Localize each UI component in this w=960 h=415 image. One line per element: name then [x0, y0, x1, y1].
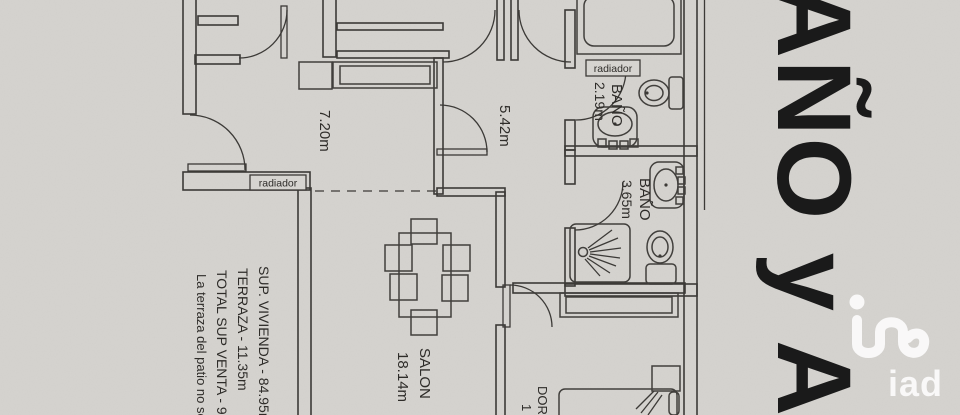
corridor-dimension-label: 5.42m	[496, 105, 513, 147]
bed-linen-line	[647, 394, 663, 415]
toilet	[645, 230, 677, 285]
shower	[569, 223, 631, 283]
wall	[336, 22, 444, 31]
wall	[336, 50, 450, 59]
wall	[564, 149, 576, 185]
door-arc	[238, 9, 288, 59]
bed	[558, 388, 678, 415]
door-arc	[442, 9, 496, 63]
wall	[182, 171, 311, 191]
door-arc	[189, 114, 246, 171]
bed-linen-line	[635, 390, 655, 410]
dining-set	[384, 218, 471, 336]
chair	[410, 309, 438, 336]
wardrobe-inner	[565, 296, 673, 314]
bath2-size-label: 3.65m	[619, 180, 635, 219]
hall-dimension-label: 7.20m	[316, 110, 333, 152]
chair	[410, 218, 438, 245]
sink	[649, 161, 686, 209]
iad-logo-text: iad	[888, 363, 943, 404]
toilet	[638, 76, 684, 110]
wall	[564, 9, 576, 69]
door-arc	[518, 9, 572, 63]
bathtub-inner	[583, 0, 675, 47]
chair	[384, 244, 413, 272]
note-line: La terraza del patio no se	[194, 274, 209, 415]
wall	[433, 57, 444, 195]
radiator-label: radiador	[594, 63, 633, 75]
surface-notes: SUP. VIVIENDA - 84.95m TERRAZA - 11.35m …	[194, 266, 272, 415]
iad-logo: iad	[849, 294, 943, 404]
dorm-size-label: 1	[519, 404, 534, 411]
chair	[441, 274, 469, 302]
chair	[389, 273, 418, 301]
note-line: TOTAL SUP VENTA - 96	[214, 270, 230, 415]
door-arc	[439, 104, 488, 153]
sink	[592, 106, 639, 150]
closet-inner	[339, 65, 431, 85]
room-labels: 7.20m 5.42m BAÑO 2.19m BAÑO 3.65m SALON …	[316, 82, 653, 415]
watermark-title: AÑO y AS	[755, 0, 872, 415]
bathtub	[576, 0, 682, 55]
bath1-size-label: 2.19m	[592, 82, 608, 121]
note-line: TERRAZA - 11.35m	[235, 268, 251, 391]
closet	[298, 61, 333, 90]
wall	[322, 0, 337, 58]
salon-size-label: 18.14m	[394, 352, 411, 402]
chair	[442, 244, 471, 272]
iad-loop-monogram-icon	[849, 294, 865, 310]
doors	[187, 5, 627, 328]
door-arc	[509, 284, 553, 328]
wall	[194, 54, 241, 65]
iad-loop-monogram-icon	[852, 315, 930, 358]
bath1-name-label: BAÑO	[608, 84, 625, 127]
bed-linen-line	[640, 391, 659, 414]
fixtures: radiador	[249, 0, 686, 415]
radiator: radiador	[585, 59, 641, 77]
door-leaf	[280, 5, 288, 59]
salon-name-label: SALON	[416, 348, 433, 399]
wall	[496, 0, 505, 61]
door-leaf	[502, 284, 511, 328]
bath2-name-label: BAÑO	[636, 178, 653, 221]
wardrobe	[559, 292, 679, 318]
wall	[510, 0, 519, 61]
wall	[495, 324, 506, 415]
nightstand	[651, 365, 681, 392]
bedroom-furniture	[558, 292, 681, 415]
door-arc	[574, 181, 624, 231]
note-line: SUP. VIVIENDA - 84.95m	[256, 266, 272, 415]
closet	[332, 61, 438, 89]
door-arc	[575, 69, 627, 121]
wall	[495, 191, 506, 288]
wall	[197, 15, 239, 26]
door-leaf	[187, 163, 247, 172]
radiator-label: radiador	[259, 178, 298, 190]
bed-pillow	[668, 391, 680, 415]
dorm-name-label: DOR	[535, 386, 550, 415]
wall	[683, 0, 698, 415]
radiator: radiador	[249, 174, 307, 191]
